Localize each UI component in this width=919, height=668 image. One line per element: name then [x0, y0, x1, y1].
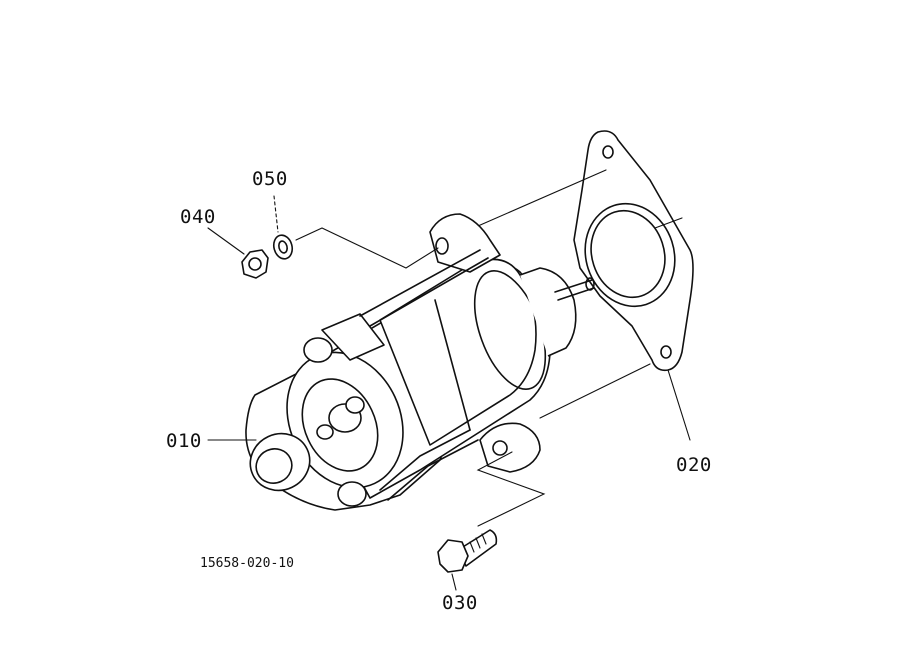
gasket-part-020 — [477, 130, 694, 441]
nut-part-040 — [207, 227, 269, 279]
part-label-040: 040 — [180, 206, 216, 228]
part-label-030: 030 — [442, 592, 478, 614]
starter-motor-part-010 — [245, 213, 595, 511]
washer-part-050 — [272, 195, 294, 260]
bolt-part-030 — [437, 451, 546, 591]
drawing-code: 15658-020-10 — [200, 556, 294, 571]
part-label-020: 020 — [676, 454, 712, 476]
part-label-050: 050 — [252, 168, 288, 190]
part-label-010: 010 — [166, 430, 202, 452]
